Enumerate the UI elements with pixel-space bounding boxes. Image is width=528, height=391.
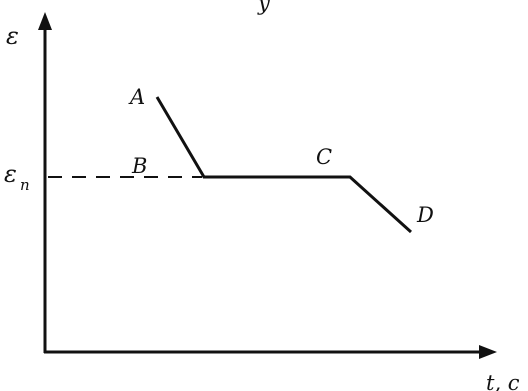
epsilon-n-symbol: ε (4, 160, 17, 188)
point-label-a: A (128, 85, 145, 109)
point-label-d: D (416, 203, 434, 227)
point-label-b: B (131, 154, 147, 178)
x-axis-arrowhead (479, 345, 497, 359)
epsilon-n-label: ε n (4, 160, 30, 194)
y-axis-arrowhead (38, 12, 52, 30)
strain-curve (155, 96, 413, 234)
epsilon-n-subscript: n (20, 176, 30, 194)
y-axis (38, 12, 52, 353)
x-axis-label: t, c (486, 371, 520, 391)
x-axis (44, 345, 497, 359)
y-axis-label: ε (6, 22, 19, 50)
top-caption-fragment: у (257, 0, 271, 15)
point-label-c: C (316, 145, 332, 169)
